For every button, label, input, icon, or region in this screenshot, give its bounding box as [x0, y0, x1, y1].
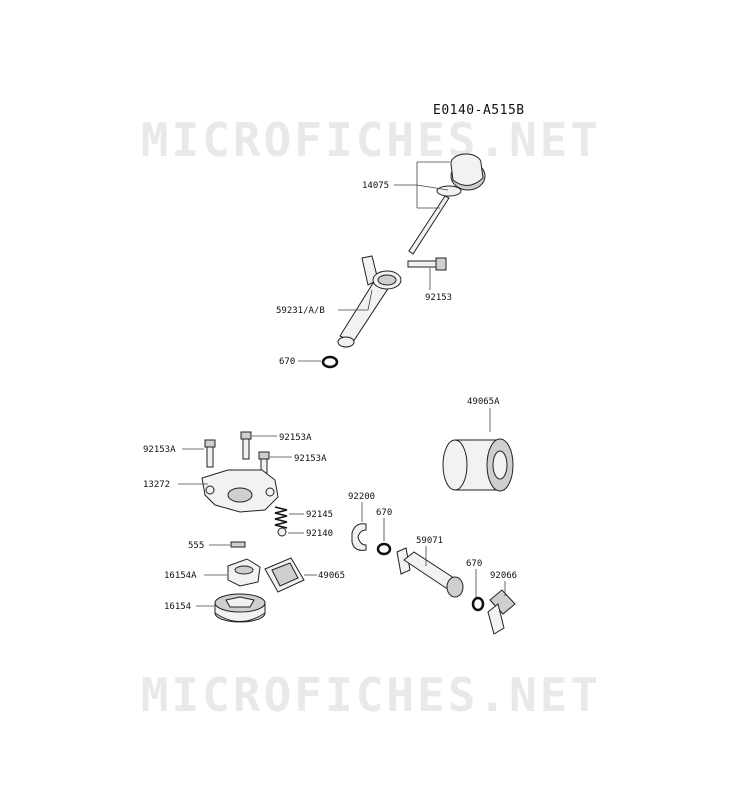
label-49065: 49065: [318, 571, 345, 581]
label-14075: 14075: [362, 181, 389, 191]
dipstick-cap-part[interactable]: [408, 153, 486, 255]
label-92153: 92153: [425, 293, 452, 303]
label-92153A-2: 92153A: [279, 433, 312, 443]
label-13272: 13272: [143, 480, 170, 490]
label-92153A-1: 92153A: [143, 445, 176, 455]
relief-valve-plate-part[interactable]: [201, 469, 279, 513]
diagram-code: E0140-A515B: [433, 103, 525, 118]
spring-92145-part[interactable]: [274, 506, 288, 529]
label-49065A: 49065A: [467, 397, 500, 407]
pin-555-part[interactable]: [230, 541, 246, 548]
fitting-92066-part[interactable]: [487, 589, 516, 635]
bolt-92153A-2-part[interactable]: [240, 431, 252, 460]
rotor-16154A-part[interactable]: [227, 558, 261, 587]
bolt-92153A-1-part[interactable]: [204, 439, 216, 468]
label-670-low: 670: [466, 559, 482, 569]
label-670-mid: 670: [376, 508, 392, 518]
rotor-16154-part[interactable]: [214, 593, 266, 623]
label-16154: 16154: [164, 602, 191, 612]
o-ring-670-top-part[interactable]: [321, 355, 339, 369]
label-92140: 92140: [306, 529, 333, 539]
label-59071: 59071: [416, 536, 443, 546]
clip-92200-part[interactable]: [351, 523, 367, 551]
bolt-92153-part[interactable]: [407, 257, 447, 271]
label-92145: 92145: [306, 510, 333, 520]
ball-92140-part[interactable]: [277, 527, 287, 537]
oil-pipe-59071-part[interactable]: [396, 547, 464, 598]
gasket-49065-part[interactable]: [264, 557, 305, 593]
oil-filter-part[interactable]: [442, 438, 514, 492]
o-ring-670-low-part[interactable]: [471, 596, 485, 612]
label-92153A-3: 92153A: [294, 454, 327, 464]
label-555: 555: [188, 541, 204, 551]
label-16154A: 16154A: [164, 571, 197, 581]
label-92066: 92066: [490, 571, 517, 581]
label-92200: 92200: [348, 492, 375, 502]
label-59231: 59231/A/B: [276, 306, 325, 316]
label-670-top: 670: [279, 357, 295, 367]
o-ring-670-mid-part[interactable]: [376, 542, 392, 556]
